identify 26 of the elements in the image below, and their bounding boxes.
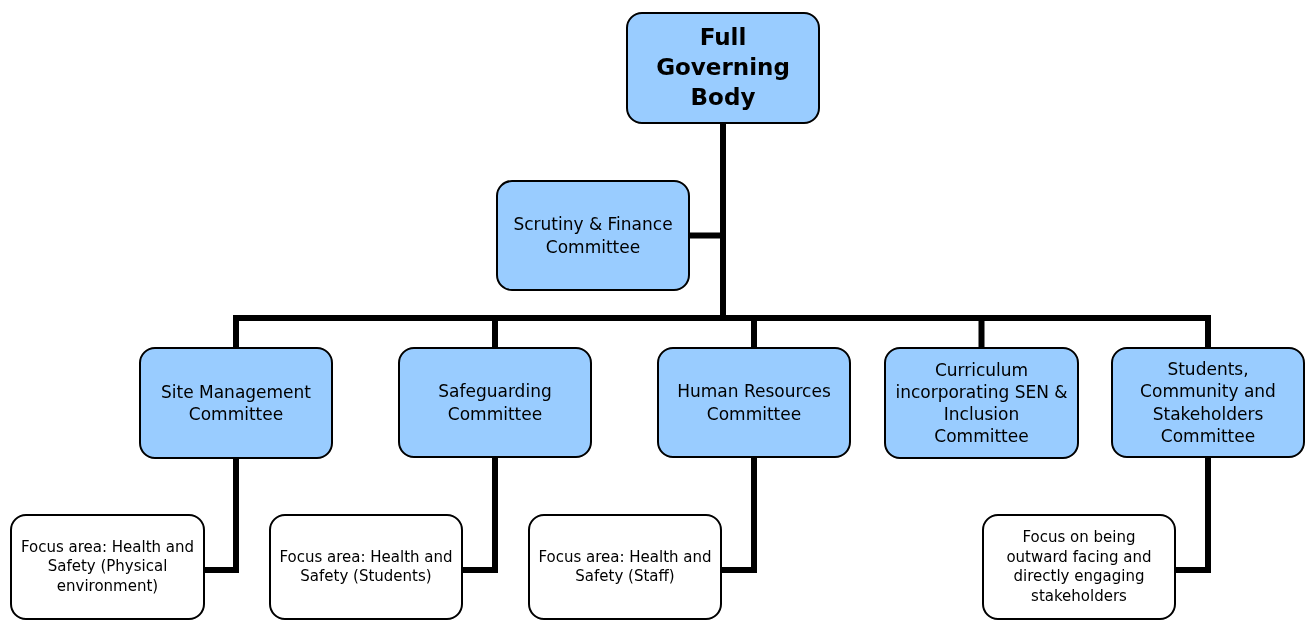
node-label: Focus on being outward facing and directly engaging stakeholders xyxy=(1005,528,1153,606)
committee-box xyxy=(626,12,820,124)
node-label: Focus area: Health and Safety (Students) xyxy=(279,547,453,587)
committee-box xyxy=(1111,347,1305,458)
node-label: Site Management Committee xyxy=(160,380,312,426)
connector-line xyxy=(722,458,757,573)
committee-box xyxy=(657,347,851,458)
connector-line xyxy=(1176,458,1211,573)
connector-line xyxy=(205,459,239,573)
committee-box xyxy=(139,347,333,459)
node-label: Curriculum incorporating SEN & Inclusion Committee xyxy=(894,358,1069,448)
focus-box xyxy=(10,514,205,620)
node-label: Scrutiny & Finance Committee xyxy=(512,213,674,258)
node-label: Focus area: Health and Safety (Staff) xyxy=(538,547,712,587)
node-label: Full Governing Body xyxy=(655,23,791,112)
committee-box xyxy=(398,347,592,458)
node-label: Human Resources Committee xyxy=(676,380,832,425)
committee-box xyxy=(496,180,690,291)
committee-box xyxy=(884,347,1079,459)
node-label: Safeguarding Committee xyxy=(437,380,553,425)
node-label: Focus area: Health and Safety (Physical environment) xyxy=(20,537,195,597)
focus-box xyxy=(269,514,463,620)
connector-line xyxy=(463,458,498,573)
focus-box xyxy=(982,514,1176,620)
node-label: Students, Community and Stakeholders Committee xyxy=(1139,358,1277,447)
focus-box xyxy=(528,514,722,620)
